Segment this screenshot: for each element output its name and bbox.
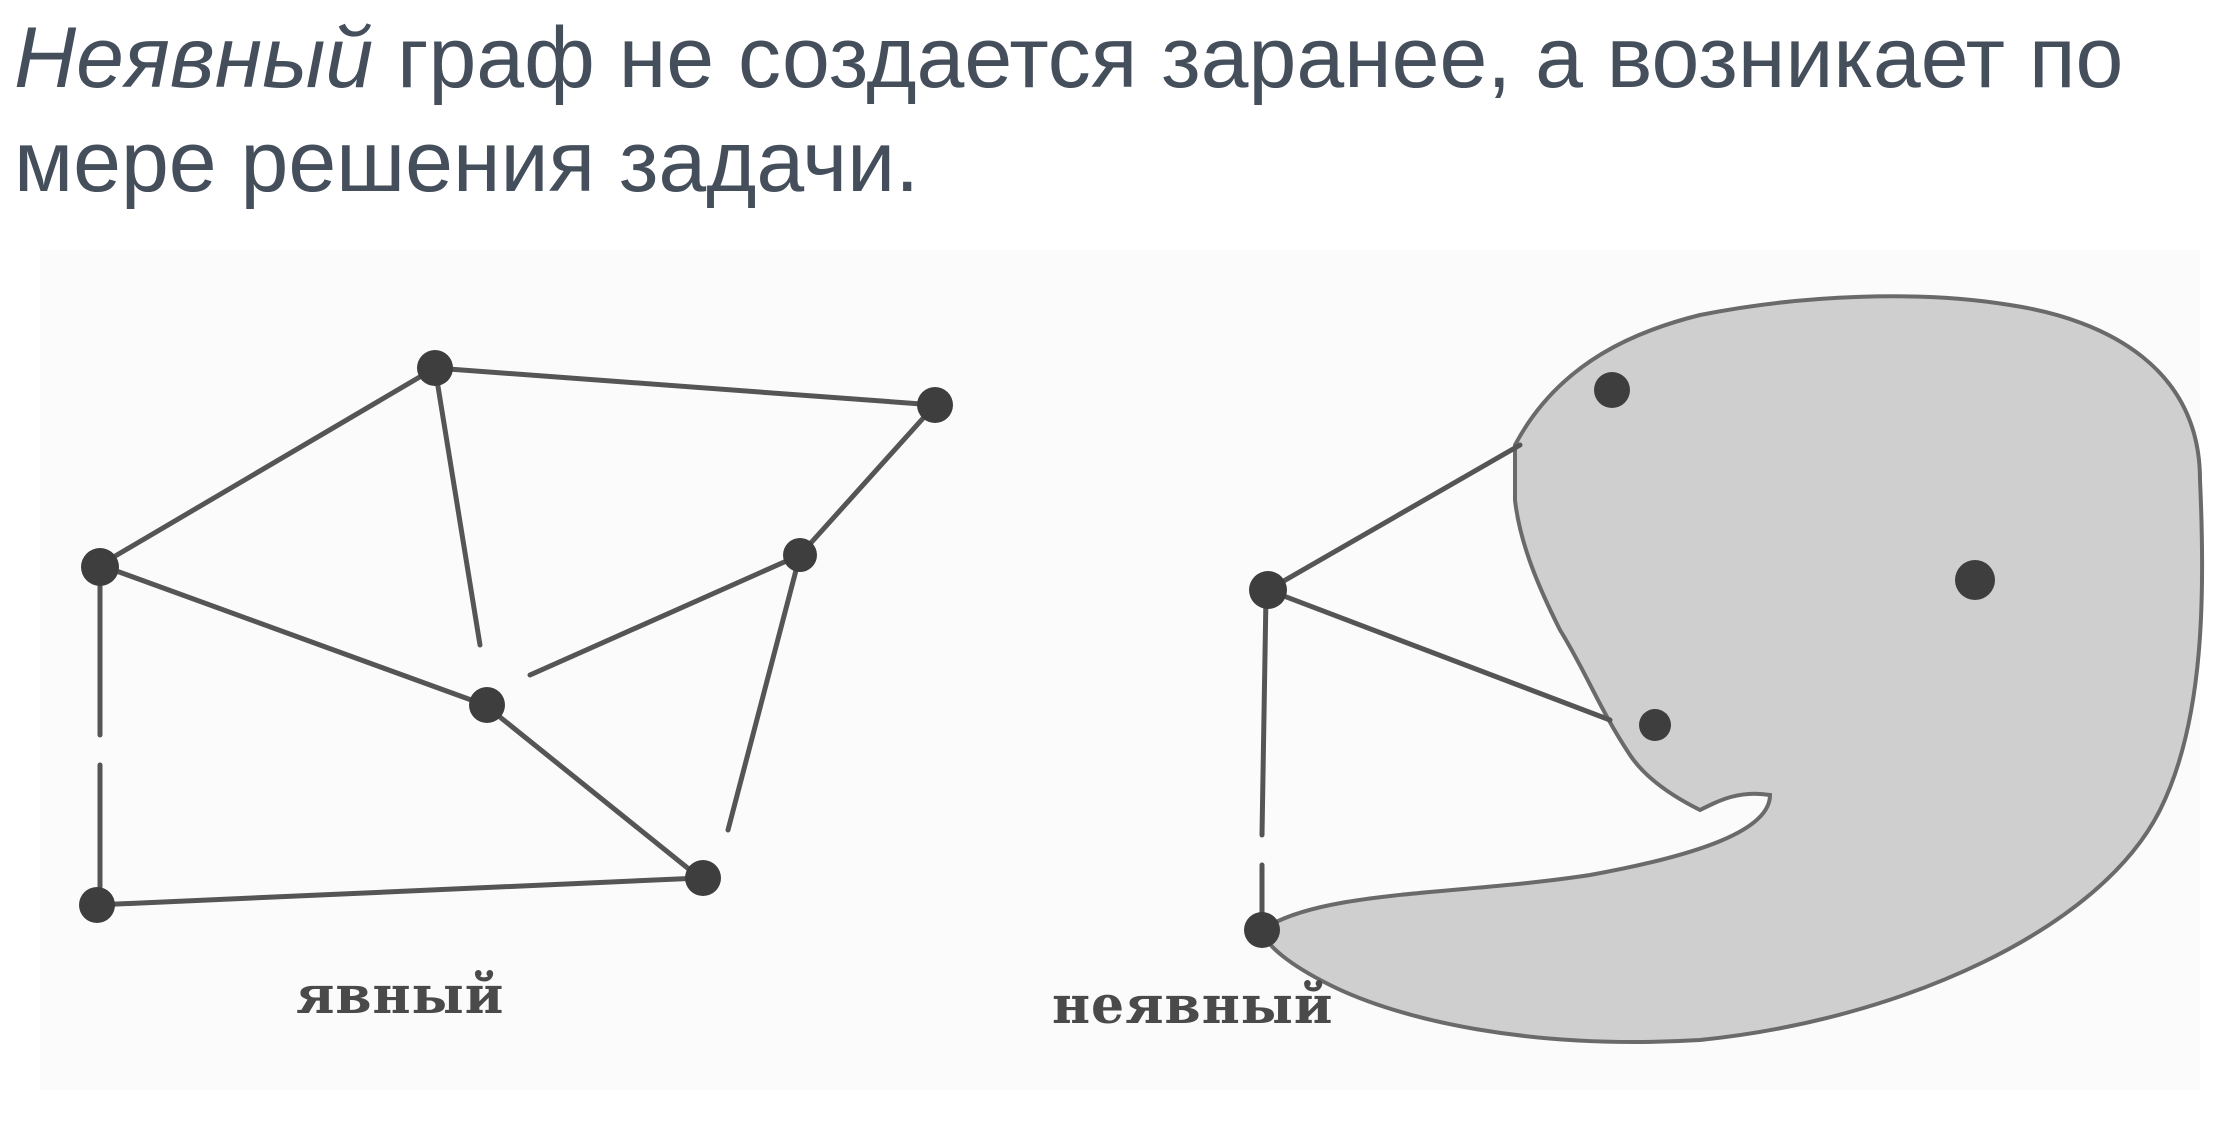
edge [1265, 442, 1523, 593]
unexplored-region [1259, 294, 2205, 1044]
slide-text-rest: граф не создается заранее, а возникает п… [14, 10, 2124, 210]
edge [482, 702, 703, 881]
edge [97, 365, 438, 568]
graph-node [1639, 709, 1671, 741]
explicit-nodes [79, 350, 953, 923]
edge [1259, 592, 1269, 838]
graph-node [469, 687, 505, 723]
edge [527, 552, 803, 678]
emphasis-word: Неявный [14, 10, 374, 106]
edge [432, 365, 938, 408]
graph-node [917, 387, 953, 423]
graph-node [417, 350, 453, 386]
edge [1265, 587, 1613, 723]
explicit-graph [92, 365, 938, 908]
edge [92, 875, 703, 908]
graph-node [79, 887, 115, 923]
implicit-graph [1259, 442, 1613, 933]
graph-node [1244, 912, 1280, 948]
graph-node [783, 538, 817, 572]
graph-node [1594, 372, 1630, 408]
graph-figure: явный неявный [0, 250, 2236, 1130]
edge [97, 562, 488, 708]
graph-node [1955, 560, 1995, 600]
implicit-graph-label: неявный [1052, 975, 1334, 1036]
explicit-graph-label: явный [296, 965, 505, 1026]
graph-diagram [79, 294, 2205, 1044]
graph-node [81, 548, 119, 586]
slide-text: Неявный граф не создается заранее, а воз… [14, 6, 2214, 214]
implicit-nodes [1244, 372, 1995, 948]
edge [432, 365, 483, 648]
edge [725, 552, 803, 833]
edge [797, 402, 938, 558]
graph-node [1249, 571, 1287, 609]
graph-node [685, 860, 721, 896]
